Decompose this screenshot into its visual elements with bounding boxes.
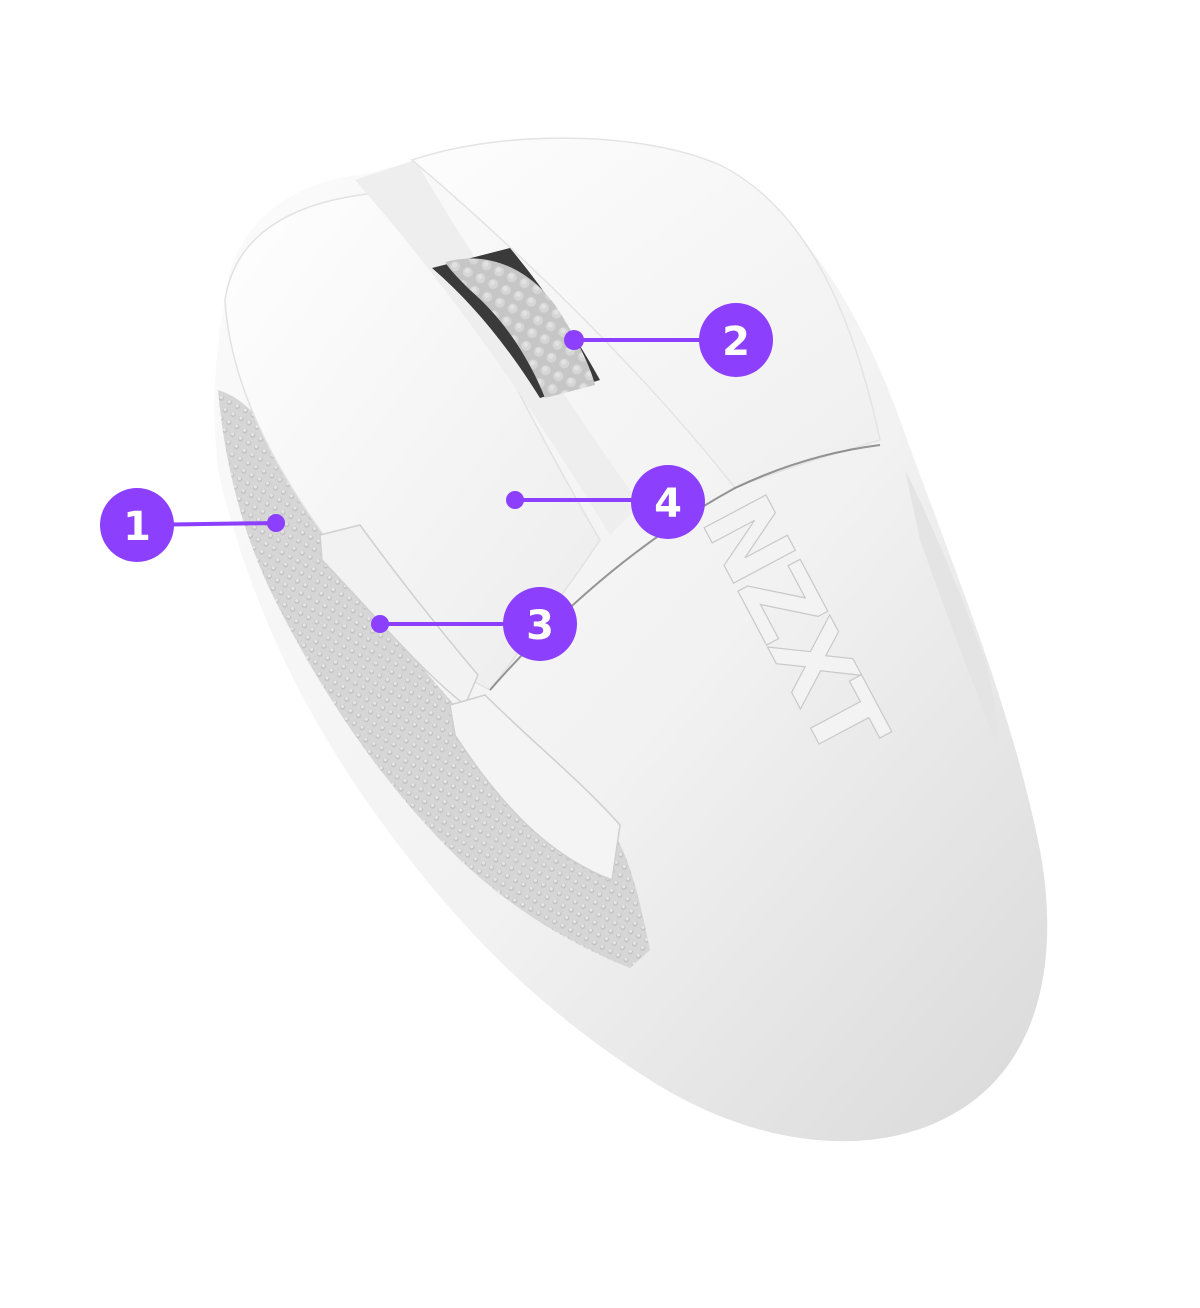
callout-3-badge (503, 587, 577, 661)
callout-2-number: 2 (722, 319, 750, 365)
callout-1-dot (267, 514, 285, 532)
callout-1-badge (100, 488, 174, 562)
center-channel (355, 160, 640, 535)
callout-2[interactable]: 2 (564, 303, 773, 377)
callout-4-number: 4 (654, 481, 682, 527)
callout-3-number: 3 (526, 603, 554, 649)
callout-4[interactable]: 4 (506, 465, 705, 539)
callout-4-dot (506, 491, 524, 509)
callout-3-dot (371, 615, 389, 633)
callout-3[interactable]: 3 (371, 587, 577, 661)
callout-1[interactable]: 1 (100, 488, 285, 562)
side-button-rear (449, 694, 621, 882)
callout-4-badge (631, 465, 705, 539)
callout-2-dot (564, 330, 584, 350)
scroll-wheel (445, 258, 595, 398)
callout-1-number: 1 (123, 504, 151, 550)
callout-2-badge (699, 303, 773, 377)
right-grip (905, 470, 997, 740)
